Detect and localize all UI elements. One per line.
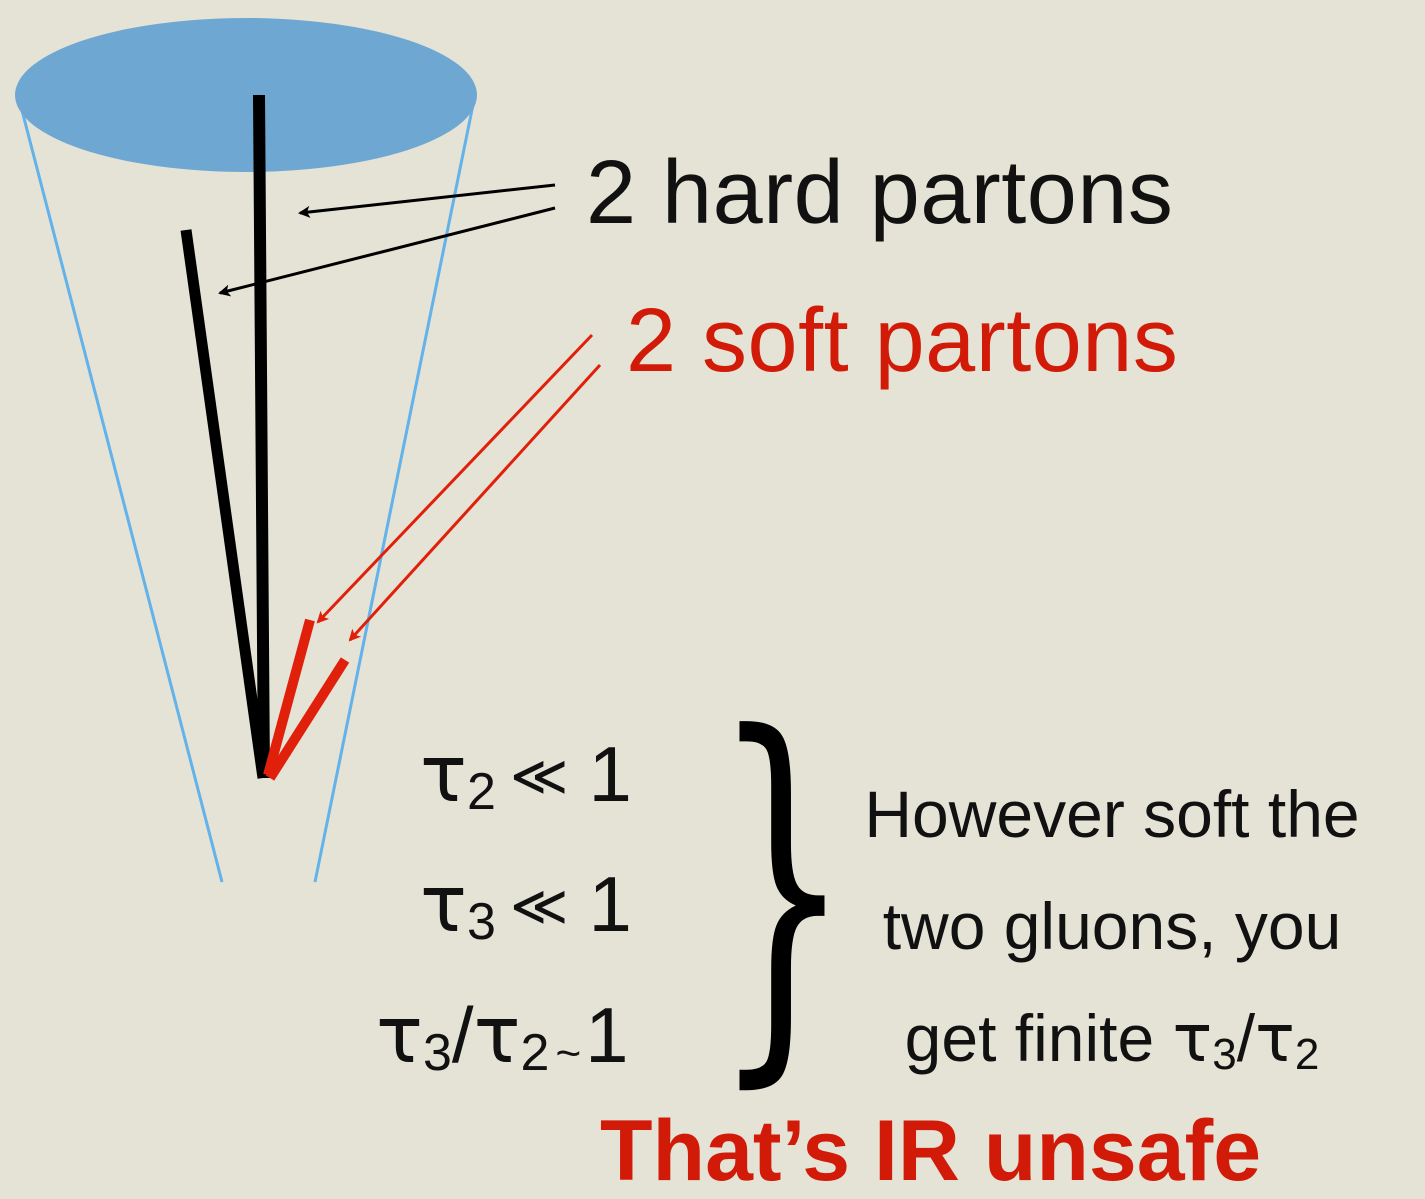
soft-arrow-1 [318, 335, 592, 622]
subscript: 3 [467, 893, 496, 951]
tau-symbol: τ [376, 991, 423, 1081]
approx-symbol: ~ [555, 1029, 581, 1078]
cone-top-ellipse [15, 18, 477, 172]
tau2-condition: τ2≪1 [420, 735, 632, 814]
conclusion-heading: That’s IR unsafe [600, 1108, 1261, 1194]
tau-ratio-condition: τ3/τ2~1 [376, 996, 629, 1075]
explanation-note: However soft the two gluons, you get fin… [812, 758, 1412, 1103]
slash: / [452, 991, 474, 1079]
subscript: 2 [521, 1024, 550, 1082]
note-line-2: two gluons, you [812, 870, 1412, 982]
hard-arrow-1 [300, 185, 555, 213]
much-less-than: ≪ [510, 874, 569, 937]
subscript: 2 [467, 763, 496, 821]
soft-arrow-2 [350, 365, 600, 640]
value: 1 [585, 991, 628, 1079]
hard-parton-2 [186, 230, 263, 778]
cone-left-edge [18, 95, 222, 882]
value: 1 [589, 860, 632, 948]
note-line-3: get finite τ3/τ2 [812, 982, 1412, 1103]
tau-symbol: τ [420, 860, 467, 950]
note-line-1: However soft the [812, 758, 1412, 870]
hard-arrow-2 [220, 208, 555, 293]
value: 1 [589, 730, 632, 818]
hard-partons-label: 2 hard partons [586, 148, 1173, 238]
much-less-than: ≪ [510, 744, 569, 807]
tau-symbol: τ [474, 991, 521, 1081]
soft-partons-label: 2 soft partons [626, 296, 1178, 386]
subscript: 3 [423, 1024, 452, 1082]
hard-parton-1 [259, 95, 264, 778]
tau-symbol: τ [420, 730, 467, 820]
tau3-condition: τ3≪1 [420, 865, 632, 944]
